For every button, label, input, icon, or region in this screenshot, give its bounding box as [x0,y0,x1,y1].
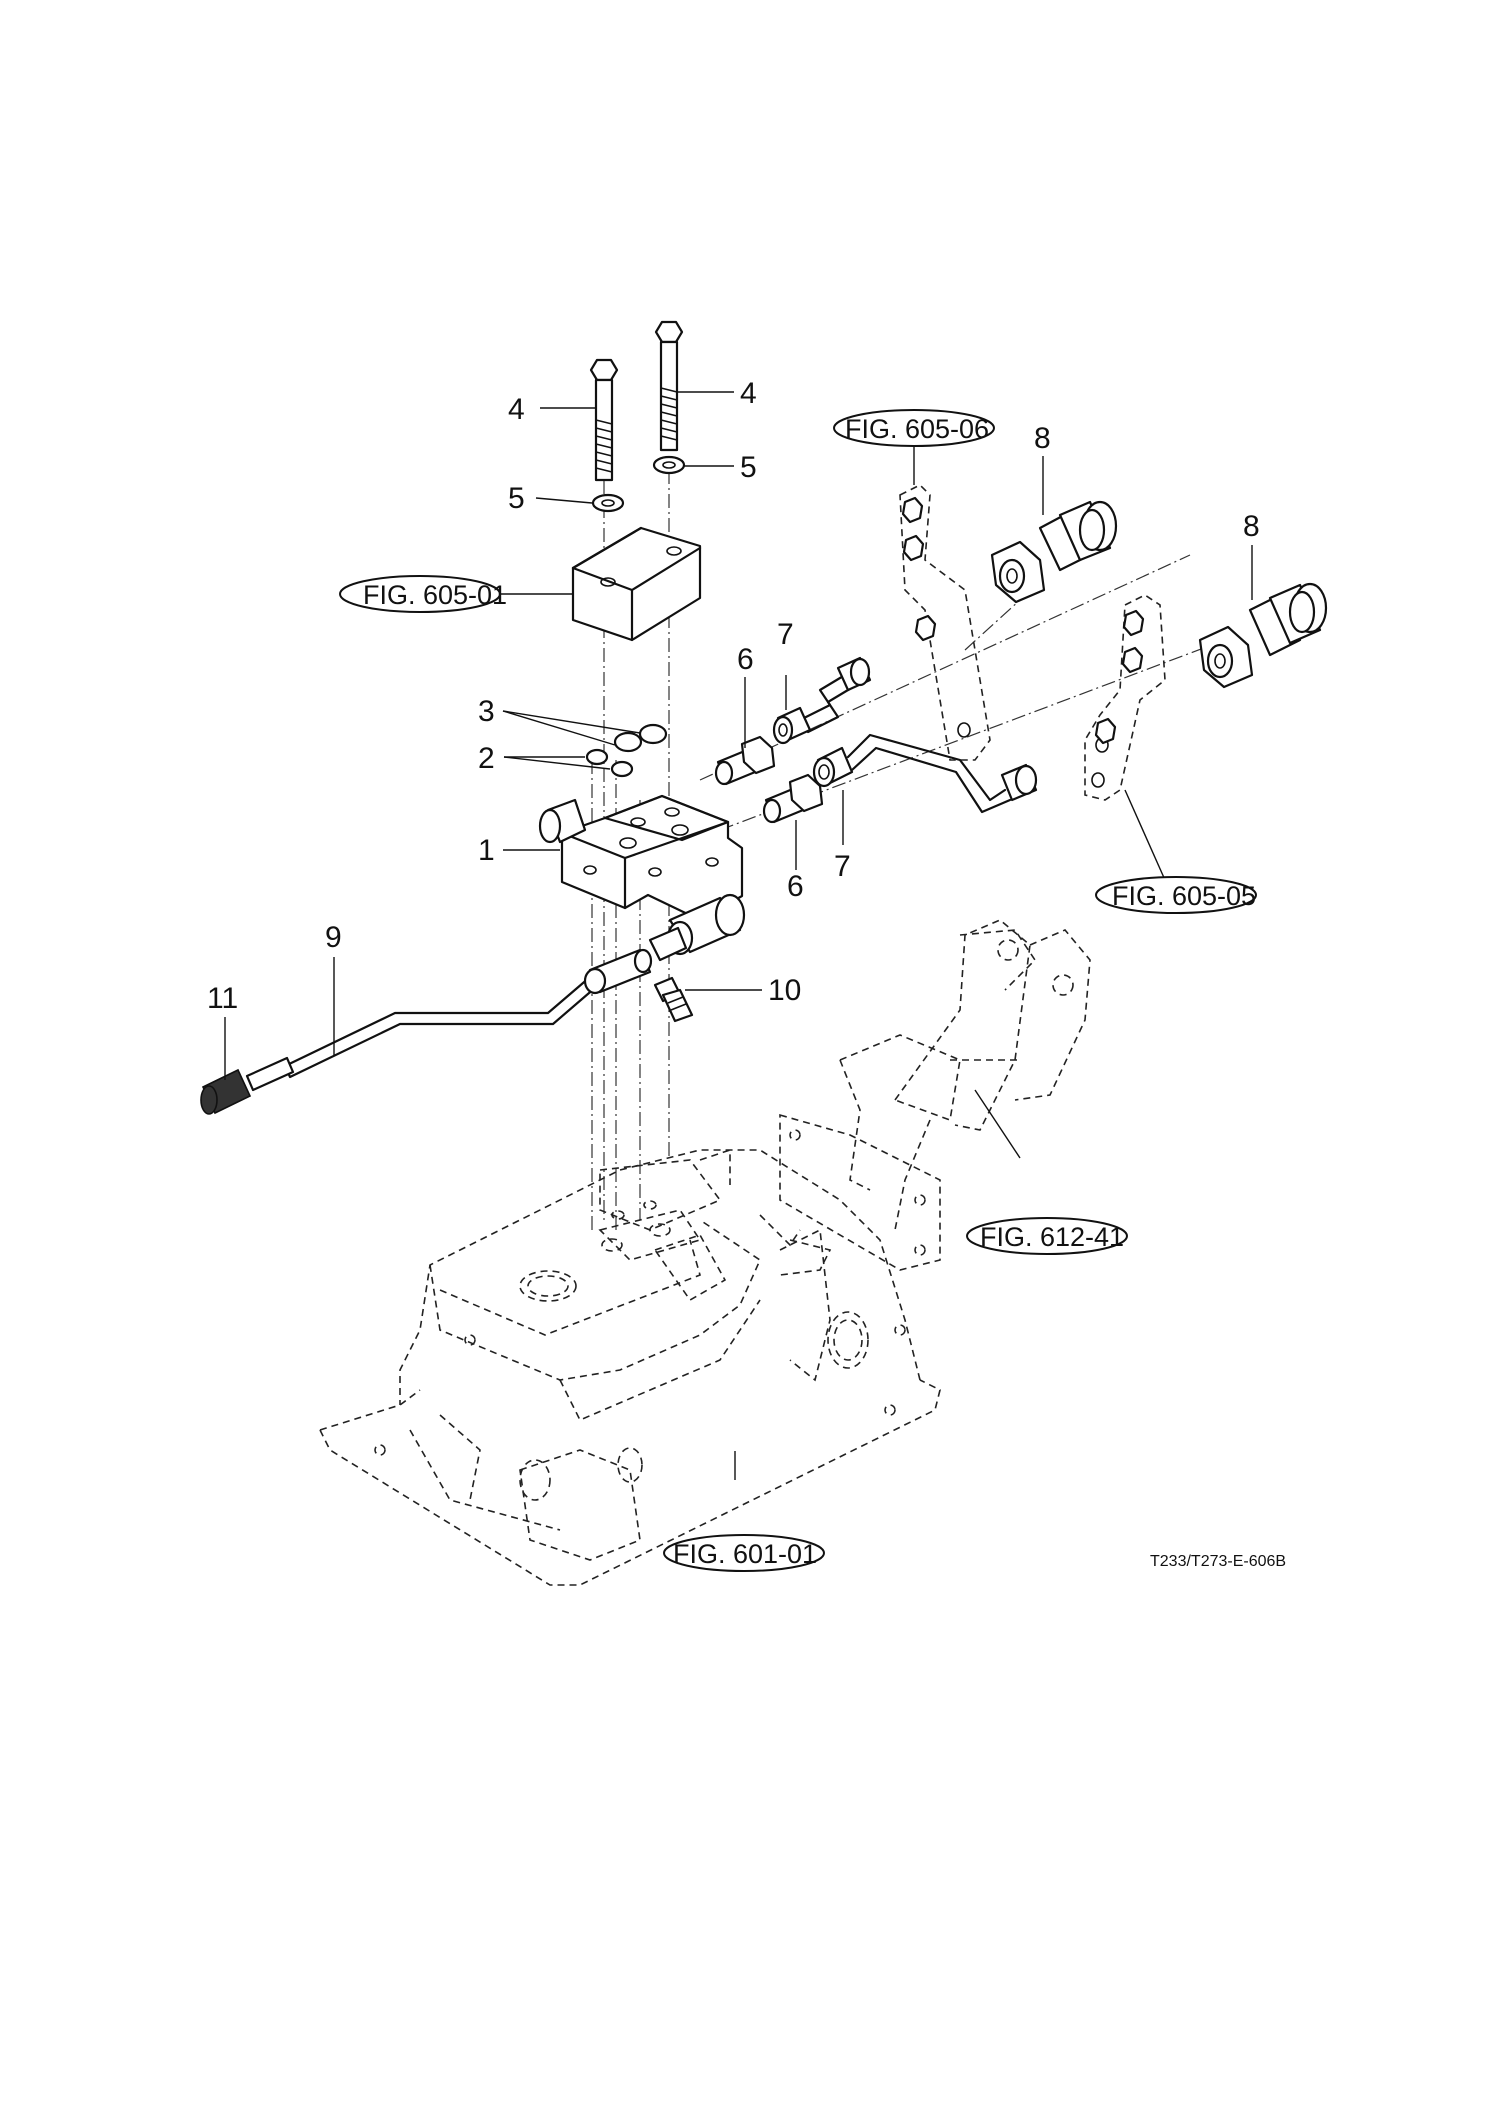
bolt-part-4-left [589,358,619,482]
svg-text:FIG. 601-01: FIG. 601-01 [673,1539,817,1569]
pipe-part-7-lower [812,733,1038,814]
grip-part-11 [200,1068,252,1115]
ref-fig-605-06: FIG. 605-06 [833,409,995,447]
leader-lines [224,391,1253,1480]
bolt-part-10 [653,976,694,1023]
bracket-lower [1084,594,1166,801]
bracket-upper [899,484,991,761]
pipe-part-7-upper [772,656,872,745]
ref-fig-612-41: FIG. 612-41 [966,1217,1128,1255]
ref-fig-605-05: FIG. 605-05 [1095,876,1257,914]
o-rings-part-3 [613,723,668,753]
washer-part-5-right [652,455,686,475]
o-rings-part-2 [585,748,634,778]
adapter-part-6-lower [762,773,824,824]
callout-1: 1 [478,834,495,867]
callout-4-left: 4 [508,393,525,426]
callout-7-upper: 7 [777,618,794,651]
figure-references: FIG. 605-01 FIG. 605-06 FIG. 605-05 FIG.… [339,409,1257,1572]
ref-fig-601-01: FIG. 601-01 [663,1534,825,1572]
drawing-code: T233/T273-E-606B [1150,1553,1286,1570]
svg-text:FIG. 605-01: FIG. 605-01 [363,580,507,610]
callout-3: 3 [478,695,495,728]
callout-8-lower: 8 [1243,510,1260,543]
callout-9: 9 [325,921,342,954]
lever-part-9 [245,948,653,1092]
washer-part-5-left [591,493,625,513]
callout-8-upper: 8 [1034,422,1051,455]
callout-5-right: 5 [740,451,757,484]
callout-2: 2 [478,742,495,775]
lift-arm-assembly [779,919,1091,1271]
bolt-part-4-right [654,320,684,452]
callout-10: 10 [768,974,801,1007]
callout-4-right: 4 [740,377,757,410]
callout-5-left: 5 [508,482,525,515]
coupler-part-8-lower [1198,582,1328,689]
control-valve-part-1 [538,794,746,962]
cover-block [571,526,702,642]
transmission-housing [319,1148,941,1586]
svg-text:FIG. 605-05: FIG. 605-05 [1112,881,1256,911]
callout-6-lower: 6 [787,870,804,903]
callout-6-upper: 6 [737,643,754,676]
adapter-part-6-upper [714,735,776,786]
callout-11: 11 [207,982,238,1015]
svg-text:FIG. 605-06: FIG. 605-06 [845,414,989,444]
callout-7-lower: 7 [834,850,851,883]
callouts: 4 4 5 5 3 2 1 6 7 6 7 8 8 9 10 11 [207,377,1260,1015]
ref-fig-605-01: FIG. 605-01 [339,575,507,613]
coupler-part-8-upper [990,500,1118,604]
svg-text:FIG. 612-41: FIG. 612-41 [980,1222,1124,1252]
